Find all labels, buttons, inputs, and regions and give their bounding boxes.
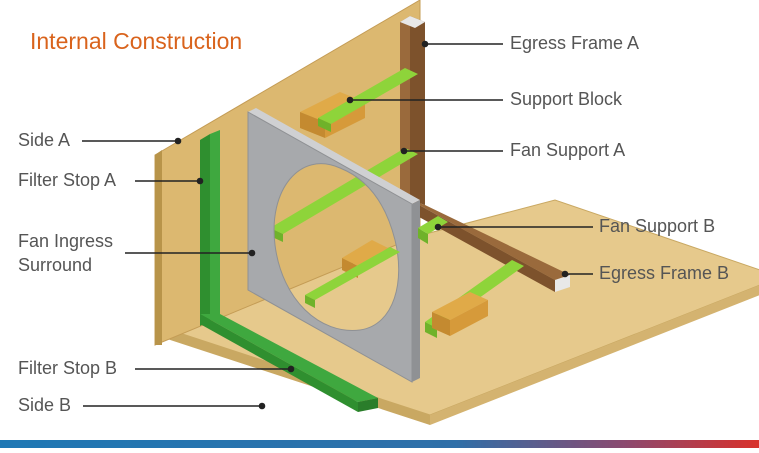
egress-frame-b [410, 200, 570, 280]
support-block-mid [342, 240, 388, 266]
label-egress-frame-a: Egress Frame A [510, 33, 640, 53]
support-block-upper-side [300, 112, 325, 138]
leader-lines [82, 40, 593, 410]
support-block-lower [432, 292, 488, 320]
label-fan-ingress-surround: Fan Ingress Surround [18, 229, 128, 277]
fan-ingress-surround-side [412, 200, 420, 382]
filter-stop-a-face [210, 130, 220, 320]
fan-ingress-surround-edge [248, 108, 420, 204]
label-filter-stop-b: Filter Stop B [18, 358, 118, 378]
fan-support-b-upper [418, 216, 448, 234]
support-block-lower-side [432, 312, 450, 336]
label-egress-frame-b: Egress Frame B [599, 263, 730, 283]
support-block-upper-front [325, 102, 365, 138]
label-support-block: Support Block [510, 89, 623, 109]
label-side-a: Side A [18, 130, 71, 150]
fan-support-lower-inner [305, 247, 400, 300]
bottom-accent-bar [0, 440, 759, 448]
label-fan-support-b: Fan Support B [599, 216, 716, 236]
fan-support-b-lower-side [425, 322, 437, 338]
egress-frame-a-top [400, 16, 425, 28]
fan-support-a-mid [270, 148, 418, 234]
egress-frame-a-face [410, 16, 425, 205]
label-fan-ingress-line2: Surround [18, 255, 93, 275]
filter-stop-b-side [200, 314, 358, 412]
fan-support-lower-inner-side [305, 295, 315, 308]
fan-support-b-upper-side [418, 228, 428, 244]
filter-stop-b [200, 314, 378, 402]
label-side-b: Side B [18, 395, 72, 415]
label-fan-ingress-line1: Fan Ingress [18, 231, 114, 251]
side-a-edge [155, 150, 162, 345]
label-filter-stop-a: Filter Stop A [18, 170, 117, 190]
support-block-lower-front [450, 300, 488, 336]
page-title: Internal Construction [30, 28, 243, 54]
filter-stop-b-end [358, 398, 378, 412]
fan-support-a-upper-side [318, 118, 331, 132]
egress-frame-b-end [555, 275, 570, 292]
egress-frame-a [400, 16, 410, 206]
filter-stop-a [200, 134, 210, 326]
label-fan-support-a: Fan Support A [510, 140, 626, 160]
side-b-right-edge [430, 285, 759, 425]
fan-support-a-upper [318, 68, 418, 124]
